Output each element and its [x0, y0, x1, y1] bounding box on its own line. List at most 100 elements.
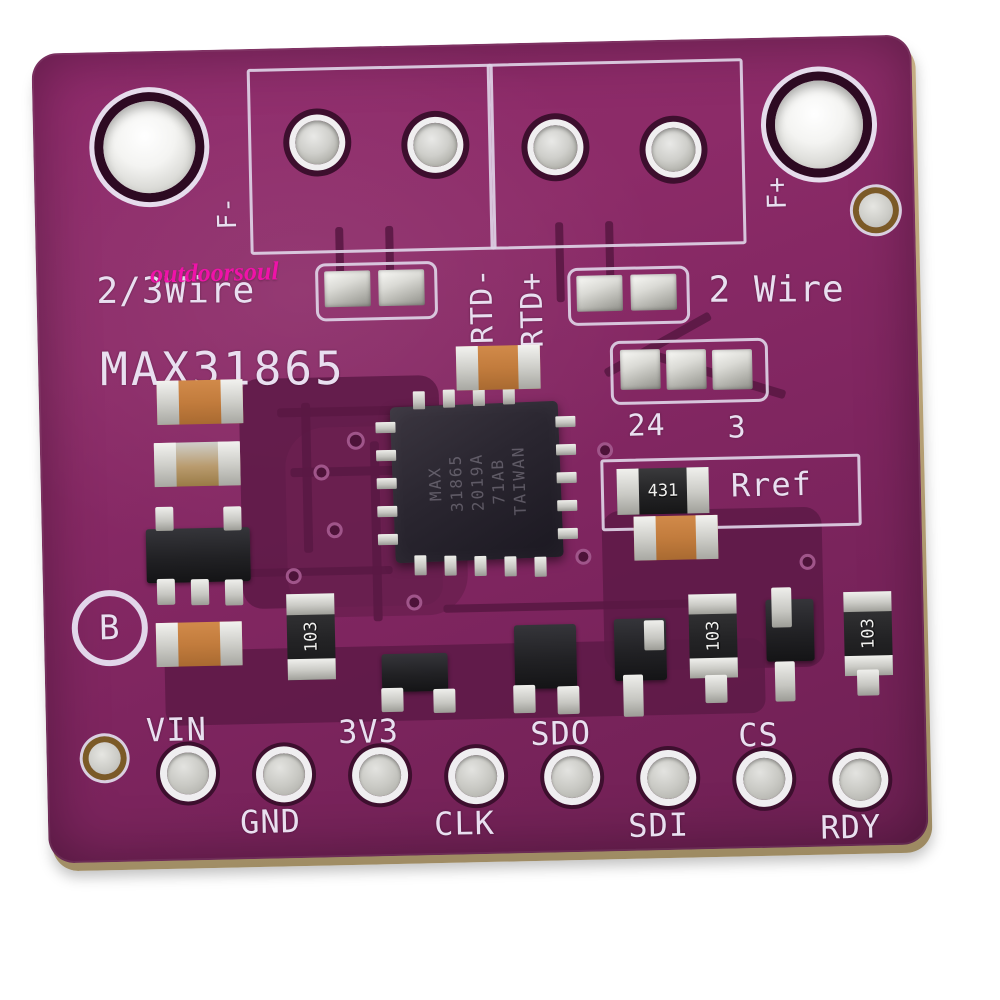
pin-label-3v3: 3V3: [337, 711, 400, 752]
component-leg-j: [433, 688, 456, 714]
component-leg-h: [856, 669, 880, 696]
regulator-leg-3: [224, 579, 244, 606]
ic-pin-b4: [504, 556, 517, 577]
ic-max31865: MAX 31865 2019A 71AB TAIWAN: [389, 400, 564, 564]
header-pad-3v3[interactable]: [358, 753, 402, 797]
pin-label-cs: CS: [737, 715, 780, 755]
regulator-leg-2: [190, 578, 210, 606]
ic-marking-line-5: TAIWAN: [507, 445, 530, 516]
header-pad-gnd[interactable]: [262, 752, 306, 796]
component-leg-b: [557, 685, 580, 715]
jumper-pad-left-b[interactable]: [378, 269, 425, 307]
rref-select-pad-1[interactable]: [619, 349, 661, 390]
watermark-outdoorsoul: outdoorsoul: [149, 256, 279, 289]
rref-select-pad-2[interactable]: [665, 349, 707, 390]
silk-label-mode-right: 2 Wire: [708, 269, 845, 311]
ic-marking-line-1: MAX: [424, 465, 445, 502]
gold-via-pad-bottom-left: [88, 741, 122, 775]
regulator-leg-4: [155, 506, 174, 532]
pin-label-rdy: RDY: [819, 807, 882, 847]
ic-marking-line-4: 71AB: [487, 457, 509, 505]
ic-pin-r3: [556, 471, 577, 484]
cap-terminal-left: [633, 516, 657, 561]
header-pad-sdi[interactable]: [646, 756, 690, 800]
header-pad-cs[interactable]: [742, 757, 786, 801]
jumper-pad-right-a[interactable]: [576, 274, 624, 312]
ic-pin-l3: [376, 477, 397, 490]
header-pad-rdy[interactable]: [838, 758, 882, 802]
res-terminal-top: [843, 591, 892, 613]
resistor-code-103-c: 103: [857, 618, 879, 650]
via-7: [599, 445, 611, 456]
capacitor-rtd-filter: [455, 344, 541, 391]
ic-pin-r1: [555, 415, 576, 428]
silk-label-rtd-plus: RTD+: [514, 271, 551, 349]
silk-label-rtd-minus: RTD-: [464, 267, 501, 345]
cap-terminal-right: [219, 621, 243, 666]
ic-pin-l4: [377, 505, 398, 518]
cap-terminal-right: [695, 514, 719, 560]
rref-select-pad-3[interactable]: [711, 349, 753, 390]
capacitor-right-1: [633, 514, 719, 561]
regulator-leg-5: [223, 506, 242, 531]
regulator-leg-1: [156, 578, 176, 606]
resistor-terminal-right: [686, 467, 710, 514]
cap-terminal-left: [155, 622, 180, 668]
pin-label-gnd: GND: [239, 802, 302, 842]
ic-marking-line-2: 31865: [445, 453, 467, 513]
via-6: [578, 551, 589, 562]
component-leg-g: [704, 674, 728, 704]
resistor-rref-431: 431: [616, 467, 710, 516]
cap-terminal-left: [156, 380, 180, 426]
pin-label-vin: VIN: [145, 710, 208, 750]
ic-pin-b1: [414, 555, 427, 576]
mounting-hole-right: [774, 79, 864, 170]
gold-via-pad-right: [858, 192, 894, 228]
resistor-103-c: 103: [843, 591, 894, 677]
voltage-regulator-sot23: [145, 527, 251, 584]
ic-pin-b2: [444, 555, 457, 576]
capacitor-left-2: [153, 441, 241, 488]
cap-terminal-right: [517, 344, 541, 390]
resistor-103-a: 103: [286, 593, 336, 681]
cap-terminal-left: [455, 346, 479, 391]
ic-pin-b3: [474, 555, 487, 577]
silk-label-rref: Rref: [730, 464, 813, 505]
silk-revision-badge: B: [70, 589, 149, 667]
capacitor-left-1: [156, 379, 244, 426]
silk-label-force-plus: F+: [762, 175, 793, 210]
res-terminal-top: [286, 593, 335, 615]
mounting-hole-left: [102, 100, 197, 195]
ic-marking-text: MAX 31865 2019A 71AB TAIWAN: [395, 401, 557, 563]
ic-pin-r5: [557, 527, 578, 540]
cap-terminal-right: [220, 379, 244, 424]
component-leg-c: [622, 674, 644, 717]
header-pad-sdo[interactable]: [550, 755, 594, 799]
pin-label-clk: CLK: [433, 803, 496, 844]
ic-pin-b5: [534, 556, 547, 577]
pin-label-sdo: SDO: [529, 713, 592, 753]
resistor-code-103-b: 103: [702, 620, 724, 652]
terminal-box-right: [486, 58, 747, 250]
resistor-terminal-left: [616, 468, 640, 516]
cap-terminal-left: [153, 442, 178, 488]
header-pad-vin[interactable]: [166, 751, 210, 795]
component-leg-d: [643, 620, 665, 651]
component-leg-e: [771, 587, 792, 628]
capacitor-left-3: [155, 621, 243, 668]
silk-label-jumper-3: 3: [727, 410, 748, 446]
silk-label-force-minus: F-: [212, 195, 244, 230]
jumper-pad-right-b[interactable]: [630, 273, 678, 311]
res-terminal-top: [688, 593, 737, 615]
resistor-code-103-a: 103: [300, 621, 322, 653]
jumper-pad-left-a[interactable]: [324, 270, 371, 308]
ic-pin-t3: [472, 387, 486, 407]
header-pad-clk[interactable]: [454, 754, 498, 798]
res-terminal-bottom: [287, 658, 336, 681]
ic-pin-t1: [412, 391, 426, 410]
terminal-box-left: [246, 63, 497, 255]
resistor-code-431: 431: [647, 480, 679, 502]
silk-label-jumper-24: 24: [627, 407, 667, 444]
